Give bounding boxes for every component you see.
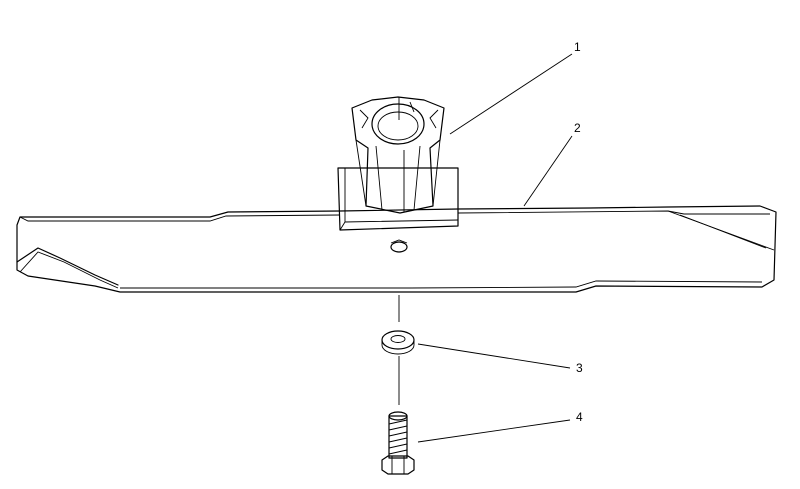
blade-adapter <box>337 96 459 231</box>
callout-1: 1 <box>449 40 581 135</box>
callout-label-3: 3 <box>576 361 583 375</box>
mower-blade <box>16 205 777 293</box>
bolt <box>381 411 415 475</box>
callout-4: 4 <box>417 410 583 443</box>
washer <box>381 330 415 355</box>
callout-2: 2 <box>523 121 581 207</box>
callout-label-1: 1 <box>574 40 581 54</box>
callout-label-2: 2 <box>574 121 581 135</box>
callout-3: 3 <box>417 343 583 375</box>
callout-label-4: 4 <box>576 410 583 424</box>
